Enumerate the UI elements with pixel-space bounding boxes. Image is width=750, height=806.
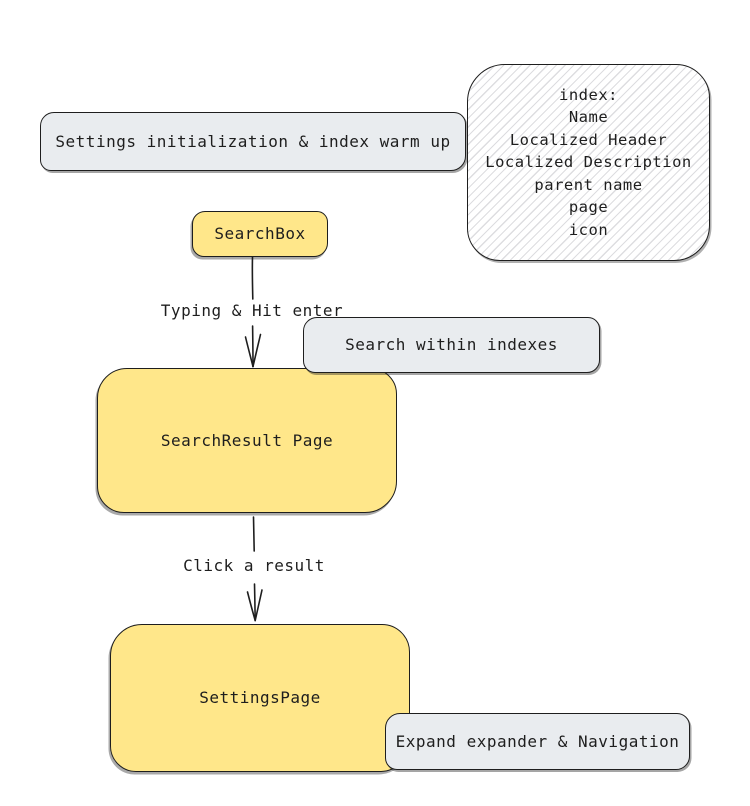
- node-index-schema: index: Name Localized Header Localized D…: [467, 64, 710, 261]
- edge-label-click-a-result: Click a result: [178, 556, 330, 575]
- arrow-searchresult-to-settingspage: [246, 516, 263, 622]
- node-label: SearchResult Page: [160, 430, 334, 450]
- edge-label-typing-hit-enter: Typing & Hit enter: [155, 301, 349, 320]
- node-label: SettingsPage: [199, 688, 321, 707]
- index-schema-line: icon: [568, 220, 609, 239]
- node-search-within-indexes: Search within indexes: [303, 317, 600, 373]
- index-schema-line: page: [568, 198, 609, 217]
- node-label: Settings initialization & index warm up: [55, 131, 451, 151]
- arrow-searchbox-to-searchresult: [244, 256, 262, 368]
- index-schema-line: index:: [559, 85, 618, 104]
- index-schema-line: parent name: [534, 175, 643, 194]
- node-label: SearchBox: [214, 224, 306, 243]
- node-label: Expand expander & Navigation: [395, 731, 680, 751]
- node-settingspage: SettingsPage: [110, 624, 410, 772]
- index-schema-line: Localized Header: [509, 130, 668, 149]
- node-settings-init-warmup: Settings initialization & index warm up: [40, 112, 466, 171]
- index-schema-line: Localized Description: [485, 153, 692, 172]
- node-searchresult-page: SearchResult Page: [97, 368, 397, 513]
- index-schema-line: Name: [568, 108, 609, 127]
- node-label: Search within indexes: [345, 335, 558, 354]
- node-searchbox: SearchBox: [192, 211, 328, 257]
- node-expand-expander-navigation: Expand expander & Navigation: [385, 713, 690, 770]
